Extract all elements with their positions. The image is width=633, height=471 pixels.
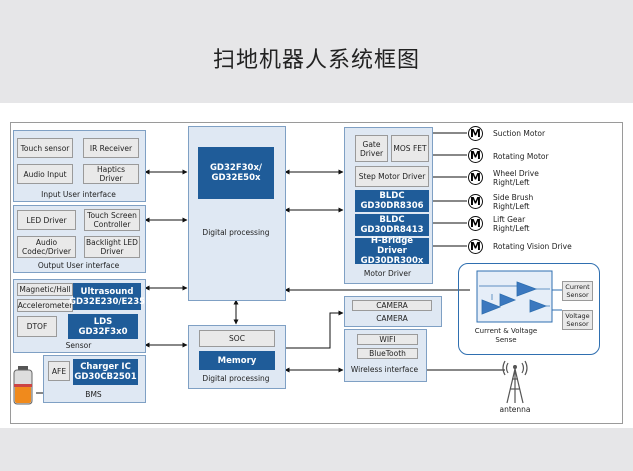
hbridge-driver-box: H-Bridge Driver GD30DR300x	[355, 236, 429, 266]
dtof-box: DTOF	[17, 316, 57, 337]
cv-sense-label: Current & Voltage Sense	[474, 327, 538, 344]
camera-label: CAMERA	[376, 314, 408, 323]
bldc2-box: BLDC GD30DR8413	[355, 214, 429, 236]
mcu-label: Digital processing	[202, 228, 270, 237]
bottom-band	[0, 428, 633, 471]
motor-driver-label: Motor Driver	[363, 269, 412, 278]
motor-label-wheel: Wheel Drive Right/Left	[493, 169, 539, 187]
motor-icon-wheel: M	[468, 170, 483, 185]
input-ui-label: Input User interface	[41, 190, 116, 199]
touch-screen-controller-box: Touch Screen Controller	[84, 209, 140, 231]
page-title: 扫地机器人系统框图	[212, 48, 420, 73]
charger-ic-box: Charger IC GD30CB2501	[73, 359, 138, 385]
gate-driver-box: Gate Driver	[355, 135, 388, 162]
haptics-driver-box: Haptics Driver	[83, 164, 139, 184]
sensor-label: Sensor	[65, 341, 92, 350]
motor-icon-lift-gear: M	[468, 216, 483, 231]
magnetic-hall-box: Magnetic/Hall	[17, 283, 73, 296]
afe-box: AFE	[48, 361, 70, 381]
cv-sense-group	[458, 263, 600, 355]
motor-icon-rotating: M	[468, 148, 483, 163]
motor-icon-suction: M	[468, 126, 483, 141]
antenna-icon	[500, 359, 530, 405]
output-ui-label: Output User interface	[37, 261, 120, 270]
memory-box: Memory	[199, 351, 275, 370]
audio-codec-box: Audio Codec/Driver	[17, 236, 76, 258]
mosfet-box: MOS FET	[391, 135, 429, 162]
soc-box: SOC	[199, 330, 275, 347]
backlight-led-driver-box: Backlight LED Driver	[84, 236, 140, 258]
motor-label-suction: Suction Motor	[493, 129, 546, 138]
motor-label-vision: Rotating Vision Drive	[493, 242, 572, 251]
audio-input-box: Audio Input	[17, 164, 73, 184]
led-driver-box: LED Driver	[17, 210, 76, 230]
accelerometer-box: Accelerometer	[17, 299, 73, 312]
lds-chip-box: LDS GD32F3x0	[68, 314, 138, 339]
battery-icon	[10, 364, 36, 406]
ultrasound-chip-box: Ultrasound GD32E230/E235	[69, 283, 145, 310]
bluetooth-box: BlueTooth	[357, 348, 418, 359]
step-motor-driver-box: Step Motor Driver	[355, 166, 429, 187]
current-sensor-box: Current Sensor	[562, 281, 593, 301]
motor-label-side-brush: Side Brush Right/Left	[493, 193, 534, 211]
camera-box: CAMERA	[352, 300, 432, 311]
antenna-label: antenna	[499, 405, 531, 414]
motor-label-rotating: Rotating Motor	[493, 152, 549, 161]
ir-receiver-box: IR Receiver	[83, 138, 139, 158]
top-band	[0, 0, 633, 103]
touch-sensor-box: Touch sensor	[17, 138, 73, 158]
soc-label: Digital processing	[202, 374, 270, 383]
motor-label-lift-gear: Lift Gear Right/Left	[493, 215, 530, 233]
motor-icon-side-brush: M	[468, 194, 483, 209]
bldc1-box: BLDC GD30DR8306	[355, 190, 429, 212]
wireless-label: Wireless interface	[350, 365, 419, 374]
wifi-box: WIFI	[357, 334, 418, 345]
motor-icon-vision: M	[468, 239, 483, 254]
mcu-chip-box: GD32F30x/ GD32E50x	[198, 147, 274, 199]
voltage-sensor-box: Voltage Sensor	[562, 310, 593, 330]
bms-label: BMS	[85, 390, 102, 399]
